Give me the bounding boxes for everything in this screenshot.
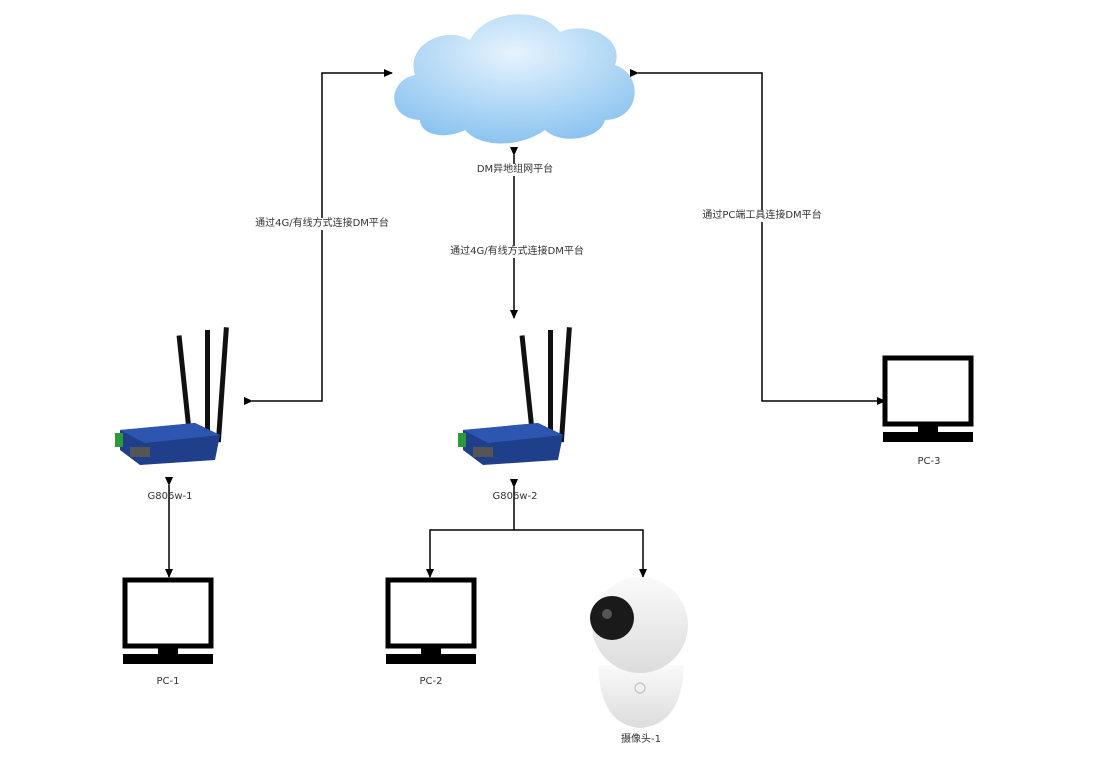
camera-icon [590, 577, 688, 728]
middle-link-label: 通过4G/有线方式连接DM平台 [449, 246, 585, 258]
pc1-label: PC-1 [155, 676, 181, 688]
router-icon [458, 327, 572, 465]
router2-label: G806w-2 [492, 491, 538, 502]
cloud-icon [394, 14, 635, 144]
router2-pc2-line [426, 529, 514, 578]
pc3-label: PC-3 [916, 456, 942, 468]
monitor-icon [882, 355, 974, 442]
monitor-icon [122, 577, 214, 664]
cloud-label: DM异地组网平台 [475, 164, 555, 176]
camera1-label: 摄像头-1 [620, 734, 662, 746]
right-link-line [630, 69, 886, 405]
right-link-label: 通过PC端工具连接DM平台 [701, 210, 823, 222]
left-link-label: 通过4G/有线方式连接DM平台 [254, 218, 390, 230]
router2-camera-line [514, 529, 647, 578]
monitor-icon [385, 577, 477, 664]
router1-label: G806w-1 [147, 491, 193, 502]
pc2-label: PC-2 [418, 676, 444, 688]
router-icon [115, 327, 229, 465]
left-link-line [244, 69, 393, 405]
